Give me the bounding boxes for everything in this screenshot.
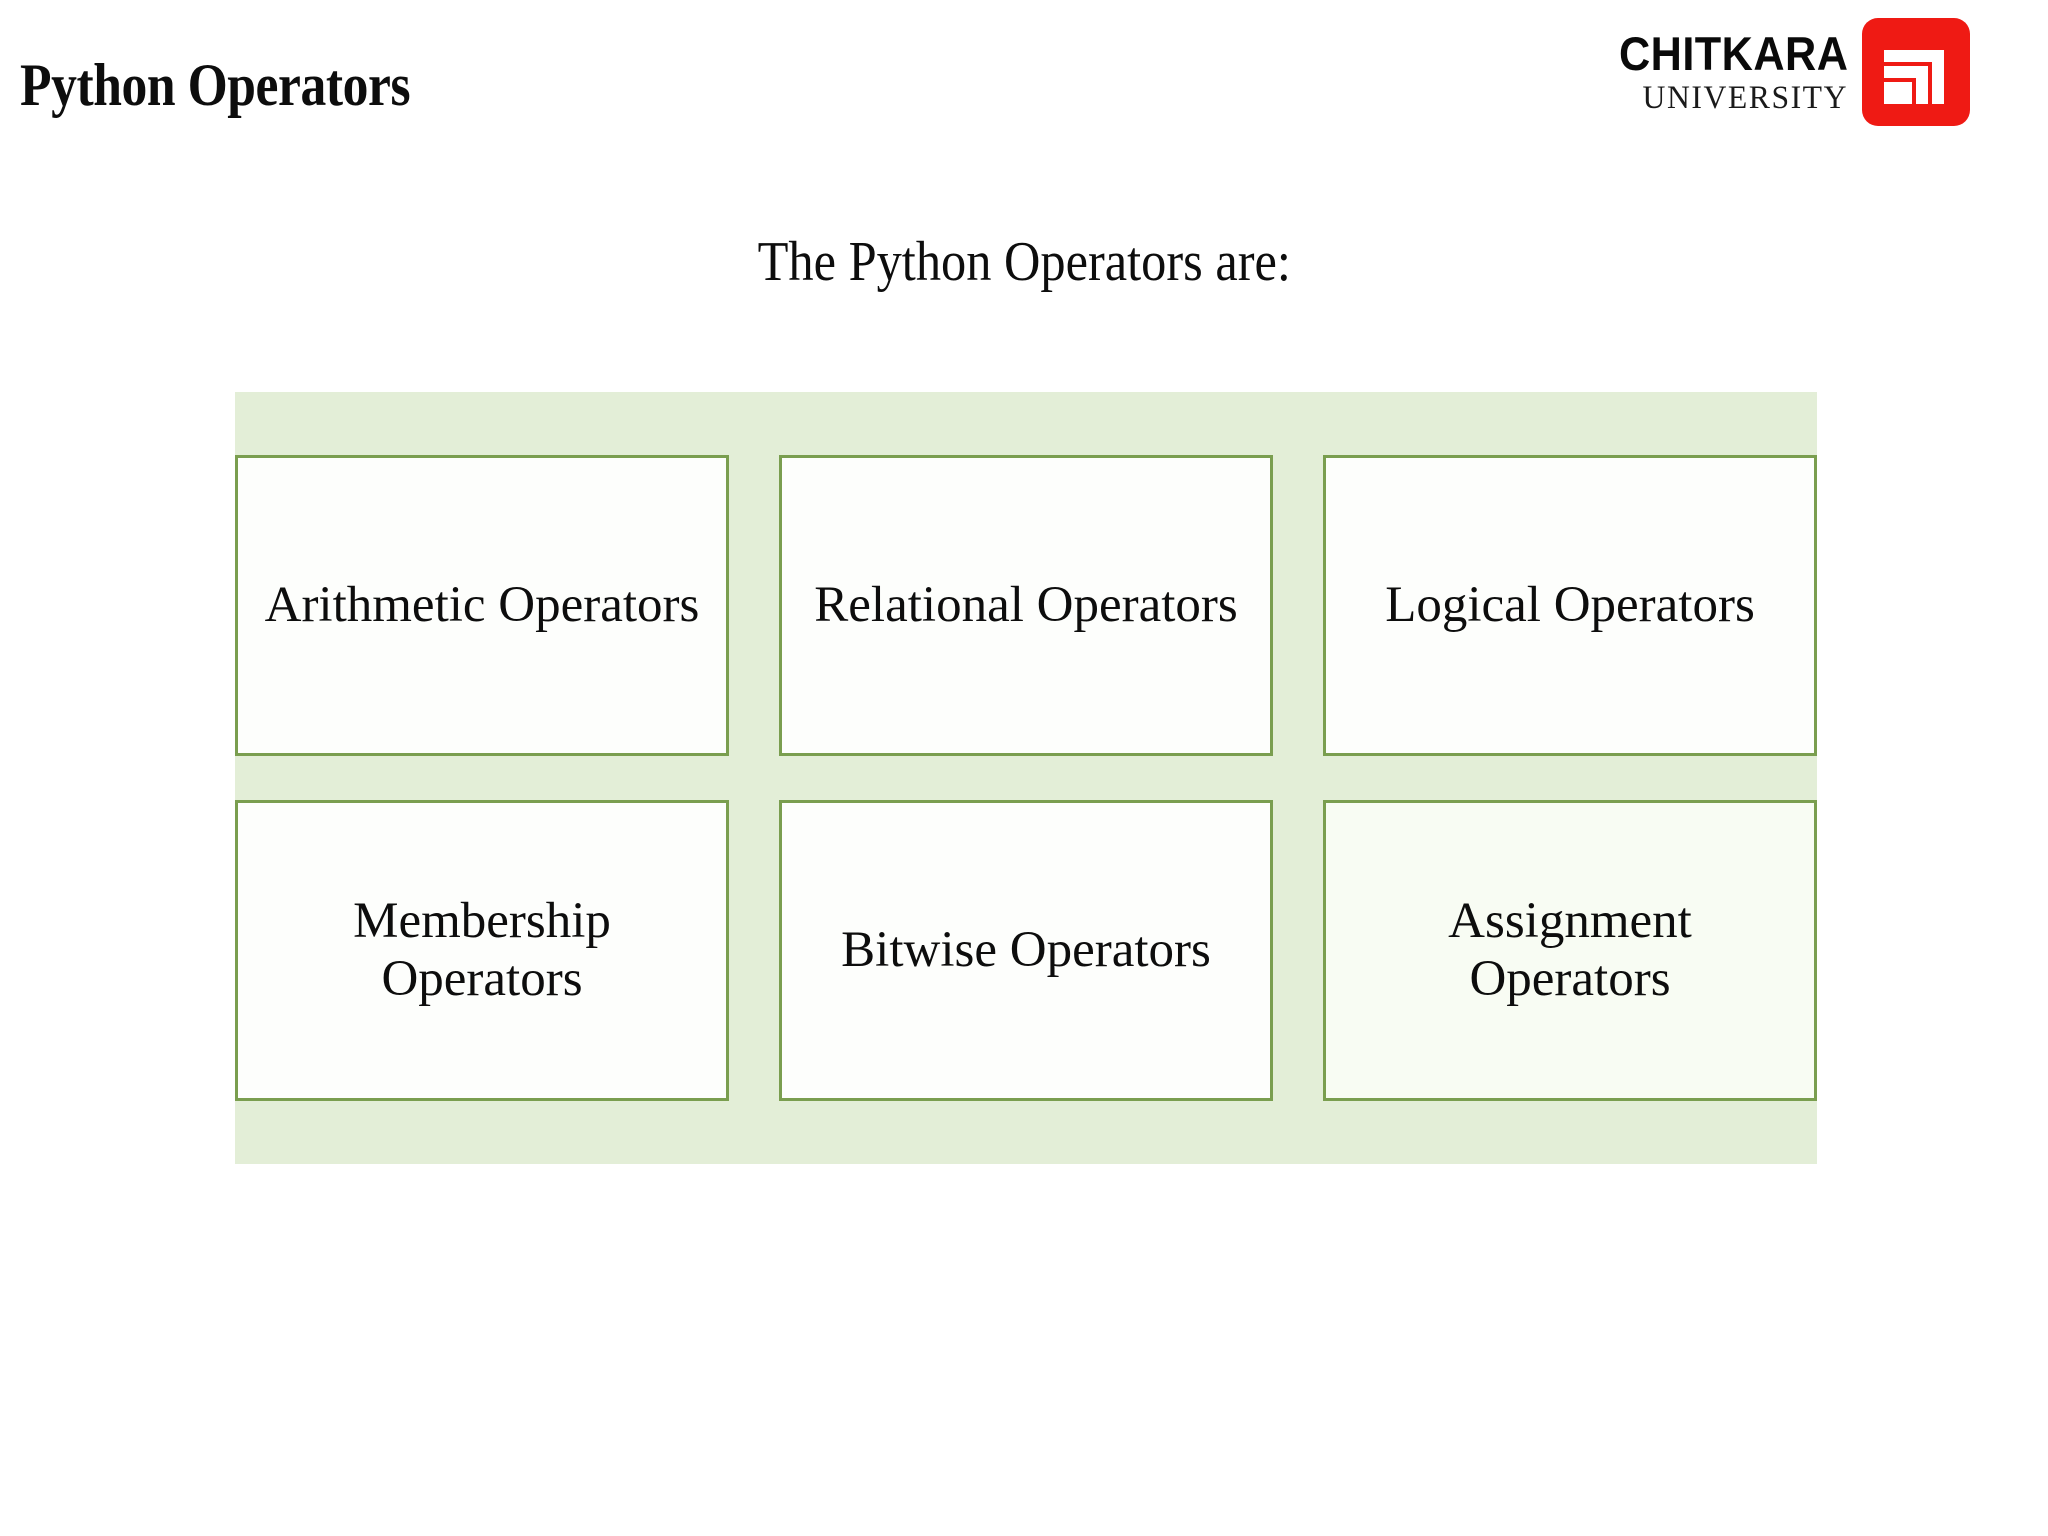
operator-box-label: Logical Operators [1385,576,1755,633]
operator-box-bitwise[interactable]: Bitwise Operators [779,800,1273,1101]
chitkara-spiral-mark-icon [1862,18,1970,126]
operator-box-label: Bitwise Operators [841,921,1211,978]
subtitle-text: The Python Operators are: [757,231,1291,293]
operator-box-label: Arithmetic Operators [264,576,700,633]
operator-box-label: Membership Operators [353,893,611,1007]
page-title: Python Operators [20,52,411,118]
operator-box-membership[interactable]: Membership Operators [235,800,729,1101]
brand-name: CHITKARA [1618,26,1848,80]
brand-wordmark: CHITKARA UNIVERSITY [1599,30,1848,115]
operator-box-label: Assignment Operators [1448,893,1692,1007]
brand-subtitle: UNIVERSITY [1642,79,1848,116]
operator-box-arithmetic[interactable]: Arithmetic Operators [235,455,729,756]
operator-box-assignment[interactable]: Assignment Operators [1323,800,1817,1101]
subtitle: The Python Operators are: [0,231,2048,294]
operators-grid: Arithmetic Operators Relational Operator… [235,392,1817,1164]
operator-box-label: Relational Operators [814,576,1238,633]
brand-logo: CHITKARA UNIVERSITY [1599,18,1970,126]
operators-diagram-band: Arithmetic Operators Relational Operator… [235,392,1817,1164]
operator-box-logical[interactable]: Logical Operators [1323,455,1817,756]
operator-box-relational[interactable]: Relational Operators [779,455,1273,756]
